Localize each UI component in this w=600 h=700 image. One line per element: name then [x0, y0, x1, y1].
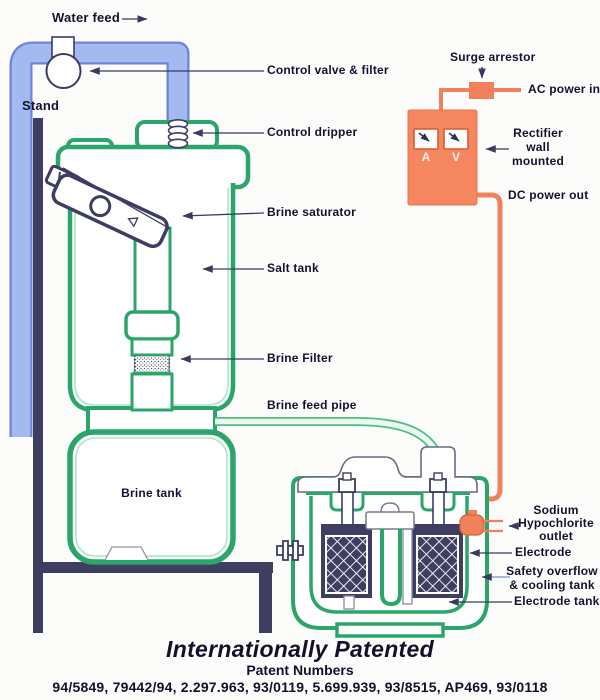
saturator-pointer	[127, 217, 139, 228]
footer-title: Internationally Patented	[166, 636, 434, 662]
rectifier-label: Rectifier wall mounted	[498, 126, 578, 168]
brine-filter-element	[134, 355, 170, 373]
ammeter-needle	[418, 132, 430, 142]
salt-tank	[55, 120, 251, 436]
tank-lid	[297, 446, 478, 493]
brine-tank	[67, 429, 236, 565]
brine-filter-assembly	[124, 226, 180, 412]
brine-saturator-arrow	[182, 211, 265, 220]
drain-valve	[276, 540, 304, 561]
surge-arrestor-box	[469, 82, 494, 99]
dc-power-out-label: DC power out	[508, 188, 589, 202]
brine-saturator-label: Brine saturator	[267, 205, 357, 219]
electrode-tank-label: Electrode tank	[514, 594, 600, 608]
electrode-label: Electrode	[515, 545, 572, 559]
brine-filter-label: Brine Filter	[267, 351, 333, 365]
control-dripper-label: Control dripper	[267, 125, 358, 139]
safety-tank-line2: & cooling tank	[509, 578, 595, 592]
surge-arrestor-label: Surge arrestor	[450, 50, 536, 64]
brine-tank-label: Brine tank	[121, 486, 182, 500]
stand-frame	[33, 118, 273, 633]
control-valve-filter	[45, 36, 82, 89]
voltmeter-needle	[448, 132, 460, 142]
safety-tank-line1: Safety overflow	[506, 564, 598, 578]
rectifier-label-line3: mounted	[511, 154, 565, 168]
ammeter-letter: A	[421, 150, 431, 164]
brine-feed-pipe-label: Brine feed pipe	[267, 398, 357, 412]
electrode-left	[321, 524, 372, 610]
footer-subtitle: Patent Numbers	[246, 662, 354, 678]
center-fitting	[365, 511, 415, 530]
voltmeter-letter: V	[451, 150, 460, 164]
annotation-arrows	[89, 15, 519, 606]
sodium-outlet-label: Sodium Hypochlorite outlet	[510, 504, 600, 543]
water-feed-label: Water feed	[52, 10, 120, 25]
control-dripper	[167, 119, 189, 149]
dc-power-wire	[464, 192, 503, 502]
stand-label: Stand	[22, 98, 60, 113]
overflow-tube	[380, 529, 402, 607]
hypochlorite-outlet-valve	[459, 510, 503, 536]
rectifier-label-line1: Rectifier	[513, 126, 563, 140]
brine-feed-pipe	[215, 417, 446, 464]
ac-power-wire	[439, 88, 521, 110]
ac-power-in-label: AC power in	[528, 82, 600, 96]
electrode-terminals	[338, 472, 447, 529]
control-valve-label: Control valve & filter	[267, 63, 389, 77]
sodium-outlet-line2: Hypochlorite	[518, 516, 594, 530]
brine-saturator	[44, 164, 171, 249]
salt-tank-label: Salt tank	[267, 261, 319, 275]
electrode-right	[412, 524, 463, 598]
tank-foot	[335, 622, 445, 638]
sodium-outlet-line3: outlet	[539, 529, 573, 543]
sodium-outlet-line1: Sodium	[533, 503, 579, 517]
electrode-tank-assembly	[276, 446, 503, 638]
power-wiring	[439, 82, 521, 502]
rectifier	[407, 109, 478, 206]
rectifier-label-line2: wall	[526, 140, 550, 154]
safety-tank-label: Safety overflow & cooling tank	[502, 564, 600, 592]
feed-drop-tube	[402, 519, 413, 605]
water-feed-pipe	[9, 41, 190, 437]
footer-patent-numbers: 94/5849, 79442/94, 2.297.963, 93/0119, 5…	[52, 679, 548, 695]
